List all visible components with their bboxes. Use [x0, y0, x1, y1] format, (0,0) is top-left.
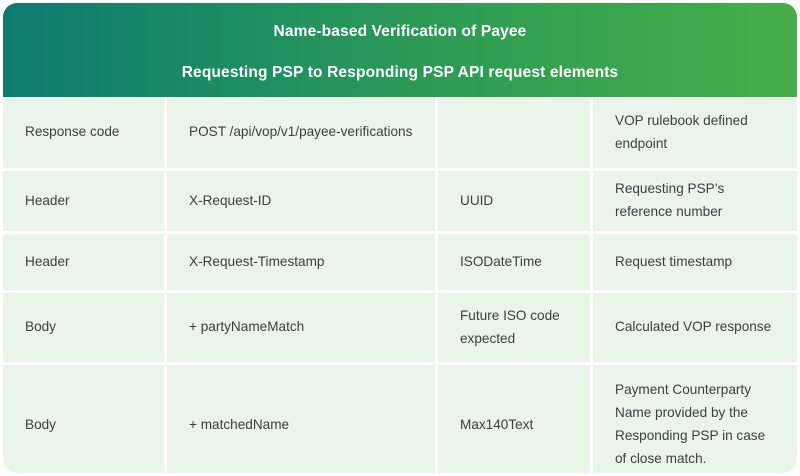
cell-element-type: Body	[3, 365, 167, 473]
cell-text: X-Request-Timestamp	[189, 253, 325, 269]
cell-name: X-Request-Timestamp	[167, 234, 438, 290]
cell-format	[438, 97, 593, 168]
cell-text: Max140Text	[460, 416, 534, 432]
table-row: Header X-Request-ID UUID Requesting PSP’…	[3, 171, 797, 234]
cell-description: Requesting PSP’s reference number	[593, 171, 797, 231]
cell-name: POST /api/vop/v1/payee-verifications	[167, 97, 438, 168]
cell-format: UUID	[438, 171, 593, 231]
cell-format: Max140Text	[438, 365, 593, 473]
table-row: Header X-Request-Timestamp ISODateTime R…	[3, 234, 797, 293]
cell-element-type: Body	[3, 293, 167, 362]
cell-description: Payment Counterparty Name provided by th…	[593, 365, 797, 473]
cell-text: + partyNameMatch	[189, 319, 305, 335]
cell-text: Requesting PSP’s reference number	[615, 181, 725, 219]
cell-format: ISODateTime	[438, 234, 593, 290]
cell-text: Calculated VOP response	[615, 319, 772, 335]
cell-text: + matchedName	[189, 416, 290, 432]
cell-text: Header	[25, 253, 70, 269]
cell-text: X-Request-ID	[189, 192, 272, 208]
table-row: Body + partyNameMatch Future ISO code ex…	[3, 293, 797, 365]
cell-text: Response code	[25, 124, 120, 140]
cell-description: VOP rulebook defined endpoint	[593, 97, 797, 168]
cell-text: Body	[25, 416, 56, 432]
vop-table-card: Name-based Verification of Payee Request…	[3, 3, 797, 473]
cell-text: Body	[25, 319, 56, 335]
cell-text: Header	[25, 192, 70, 208]
api-request-elements-table: Response code POST /api/vop/v1/payee-ver…	[3, 97, 797, 473]
cell-text: Request timestamp	[615, 253, 733, 269]
cell-element-type: Header	[3, 171, 167, 231]
cell-description: Request timestamp	[593, 234, 797, 290]
cell-text: Future ISO code expected	[460, 307, 560, 346]
page-subtitle: Requesting PSP to Responding PSP API req…	[181, 64, 619, 81]
cell-text: ISODateTime	[460, 253, 542, 269]
cell-format: Future ISO code expected	[438, 293, 593, 362]
cell-name: + matchedName	[167, 365, 438, 473]
cell-element-type: Header	[3, 234, 167, 290]
cell-element-type: Response code	[3, 97, 167, 168]
cell-text: UUID	[460, 192, 494, 208]
table-row: Body + matchedName Max140Text Payment Co…	[3, 365, 797, 473]
cell-text: VOP rulebook defined endpoint	[615, 112, 748, 151]
table-row: Response code POST /api/vop/v1/payee-ver…	[3, 97, 797, 171]
cell-description: Calculated VOP response	[593, 293, 797, 362]
cell-name: X-Request-ID	[167, 171, 438, 231]
cell-name: + partyNameMatch	[167, 293, 438, 362]
cell-text: Payment Counterparty Name provided by th…	[615, 382, 766, 466]
page-title: Name-based Verification of Payee	[273, 22, 527, 40]
cell-text: POST /api/vop/v1/payee-verifications	[189, 124, 413, 140]
card-header-banner: Name-based Verification of Payee Request…	[3, 3, 797, 97]
